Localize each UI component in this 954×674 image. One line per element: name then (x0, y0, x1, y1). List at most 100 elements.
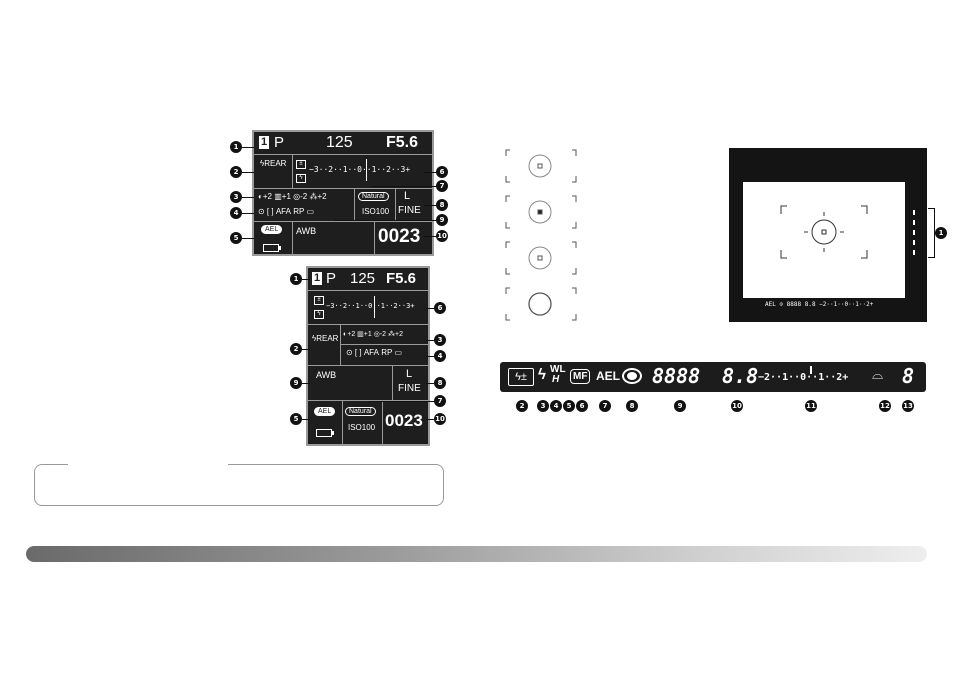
callout-9: 9 (674, 400, 686, 412)
callout-1: 1 (935, 227, 947, 239)
saturation-icon: ▥ (274, 192, 282, 201)
scale-tick (810, 366, 812, 374)
quality: FINE (398, 383, 421, 394)
aperture: F5.6 (386, 270, 417, 287)
viewfinder-frame (743, 182, 905, 298)
flash-comp-icon: ϟ± (508, 368, 534, 386)
mode-badge: 1 (312, 272, 322, 285)
callout-2: 2 (290, 343, 302, 355)
callout-11: 11 (805, 400, 817, 412)
ael-badge: AEL (261, 225, 283, 234)
callout-8: 8 (434, 377, 446, 389)
callout-5: 5 (290, 413, 302, 425)
image-settings: ◐+2 ▥+1 ◎-2 ⁂+2 (258, 192, 327, 201)
note-box-gap (68, 462, 228, 466)
callout-stems (500, 392, 926, 400)
exposure-scale: −3··2··1··0··1··2··3+ (309, 165, 411, 174)
callout-line (426, 340, 434, 341)
viewfinder-af-marks (780, 205, 868, 259)
callout-line (426, 383, 434, 384)
quality-size: L (404, 190, 411, 202)
anti-shake-core (627, 372, 637, 380)
battery-icon (316, 424, 334, 442)
callout-line (242, 197, 254, 198)
ael-badge: AEL (314, 407, 336, 416)
af-diagram-1 (505, 149, 577, 183)
callout-6: 6 (434, 302, 446, 314)
callout-12: 12 (879, 400, 891, 412)
exposure-comp-icon: ± (314, 296, 324, 305)
af-diagram-4 (505, 287, 577, 321)
metering-icon: ⊙ (258, 207, 265, 216)
filter-icon: ⁂ (388, 331, 396, 338)
exposure-comp-icon: ± (296, 160, 306, 169)
flash-comp-icon: ϟ (314, 310, 324, 319)
white-balance: AWB (296, 226, 317, 236)
camera-shake-icon: ⌓ (872, 366, 884, 382)
flash-comp-icon: ϟ (296, 174, 306, 183)
divider (254, 221, 432, 222)
exposure-mode: P (326, 270, 337, 287)
callout-line (242, 213, 254, 214)
callout-line (302, 279, 310, 280)
af-diagram-3 (505, 241, 577, 275)
exposure-scale: −2··1··0··1··2+ (758, 372, 849, 383)
af-diagram-2 (505, 195, 577, 229)
viewfinder: AEL ⊙ 8888 8.8 −2··1··0··1··2+ (729, 148, 927, 322)
aperture: F5.6 (386, 134, 419, 151)
counter-cell (374, 222, 433, 254)
divider (308, 290, 428, 291)
callout-10: 10 (434, 413, 446, 425)
contrast-icon: ◐ (258, 192, 263, 201)
callout-13: 13 (902, 400, 914, 412)
wireless-indicator: WL (550, 364, 566, 375)
callout-4: 4 (550, 400, 562, 412)
divider (308, 365, 428, 366)
saturation-icon: ▥ (357, 331, 364, 338)
flash-cell (308, 325, 341, 365)
shutter-display: 8888 (652, 364, 701, 388)
flash-cell (254, 155, 293, 188)
af-settings: ⊙ [ ] AFA RP ▭ (346, 348, 403, 357)
manual-focus-badge: MF (570, 369, 591, 384)
callout-7: 7 (434, 395, 446, 407)
quality-size: L (406, 368, 413, 380)
callout-2: 2 (516, 400, 528, 412)
anti-shake-icon (622, 368, 642, 384)
drive-icon: ▭ (306, 207, 315, 216)
viewfinder-readout: AEL ⊙ 8888 8.8 −2··1··0··1··2+ (765, 301, 874, 308)
iso: ISO100 (362, 207, 390, 216)
callout-4: 4 (230, 207, 242, 219)
color-cell (354, 188, 396, 221)
callout-line (334, 220, 436, 221)
callout-line (424, 172, 436, 173)
callout-line (426, 308, 434, 309)
shutter-speed: 125 (350, 270, 376, 287)
callout-line (426, 356, 434, 357)
battery-icon (263, 239, 281, 257)
mode-badge: 1 (259, 136, 269, 149)
callout-line (368, 401, 434, 402)
high-speed-indicator: H (552, 374, 560, 385)
flash-mode: ϟREAR (312, 334, 339, 343)
quality: FINE (398, 205, 421, 216)
divider (308, 400, 428, 401)
callout-8: 8 (436, 199, 448, 211)
callout-line (242, 172, 254, 173)
callout-6: 6 (436, 166, 448, 178)
callout-line (242, 147, 254, 148)
image-settings: ◐+2 ▥+1 ◎-2 ⁂+2 (343, 331, 404, 338)
iso: ISO100 (348, 423, 376, 432)
callout-line (426, 419, 434, 420)
callout-line (424, 236, 436, 237)
sharpness-icon: ◎ (373, 331, 380, 338)
drive-icon: ▭ (394, 348, 403, 357)
divider (308, 324, 428, 325)
callout-line (302, 383, 310, 384)
scale-tick (366, 159, 367, 181)
flash-icon: ϟ (312, 334, 317, 343)
ael-cell (308, 401, 343, 444)
callout-9: 9 (436, 214, 448, 226)
aperture-display: 8.8 (722, 364, 759, 388)
divider (340, 344, 428, 345)
